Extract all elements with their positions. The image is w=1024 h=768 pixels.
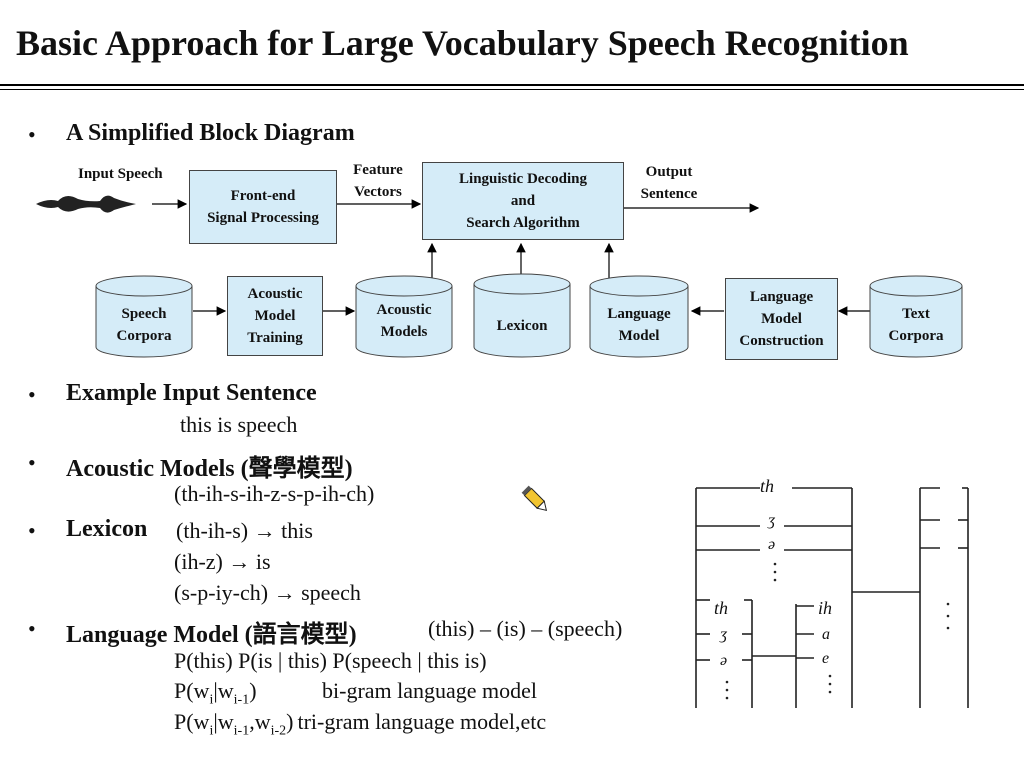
output-sentence-label: Output Sentence [632,161,706,205]
formula-sub: i-1 [233,692,250,708]
am-training-line3: Training [247,330,303,346]
pencil-cursor-icon [521,485,548,512]
speech-corpora-cylinder: Speech Corpora [96,300,192,350]
bullet-dot: • [28,616,36,641]
lm-heading: Language Model (語言模型) [66,622,357,648]
language-model-line2: Model [618,328,660,344]
input-speech-label: Input Speech [78,166,163,182]
sketch-label: ə [768,536,776,553]
page-title: Basic Approach for Large Vocabulary Spee… [16,23,909,63]
speech-corpora-line1: Speech [121,306,167,322]
sketch-label: ə [720,652,728,669]
formula-part: ) [286,709,294,734]
bullet-dot: • [28,122,36,147]
lexicon-cylinder: Lexicon [496,318,548,334]
lexicon-line: (ih-z) → is [174,549,271,574]
lm-construction-line1: Language [749,289,814,305]
acoustic-models-line1: Acoustic [376,302,432,318]
feature-vectors-label: Feature Vectors [345,159,411,203]
waveform-icon [36,195,136,213]
bigram-desc: bi-gram language model [322,678,538,703]
lm-construction-line3: Construction [739,333,824,349]
sketch-label: e [822,650,830,667]
text-corpora-cylinder: Text Corpora [870,300,962,350]
lexicon-line: (s-p-iy-ch) → speech [174,580,361,605]
sketch-dots [725,562,950,700]
output-line2: Sentence [640,186,698,202]
decoder-line1: Linguistic Decoding [459,171,587,187]
sketch-label: a [822,626,830,643]
frontend-box: Front-end Signal Processing [189,170,337,244]
trellis-sketch [695,487,969,708]
bullet-dot: • [28,518,36,543]
formula-part: ) [249,678,257,703]
decoder-line3: Search Algorithm [466,215,580,231]
title-rule [0,84,1024,86]
speech-corpora-line2: Corpora [116,328,172,344]
trigram-desc: tri-gram language model,etc [297,709,547,734]
lm-line1: P(this) P(is | this) P(speech | this is) [174,648,487,673]
acoustic-models-line2: Models [380,324,428,340]
sketch-label: ih [818,598,833,618]
bullet-dot: • [28,382,36,407]
bigram-formula: P(wi|wi-1) [174,678,257,708]
example-heading: Example Input Sentence [66,380,317,406]
feature-vectors-line1: Feature [353,162,403,178]
formula-part: |w [213,709,234,734]
formula-part: |w [213,678,234,703]
formula-sub: i [209,692,214,708]
formula-sub: i-2 [270,723,287,739]
example-text: this is speech [180,412,298,437]
sketch-label: ʒ [768,512,776,529]
formula-part: P(w [174,678,210,703]
cylinders [95,273,963,358]
diagram-heading: A Simplified Block Diagram [66,120,355,146]
am-training-box: Acoustic Model Training [227,276,323,356]
lexicon-line: (th-ih-s) → this [176,518,313,543]
am-training-line2: Model [254,308,296,324]
acoustic-heading: Acoustic Models (聲學模型) [66,456,353,482]
trigram-formula: P(wi|wi-1,wi-2)tri-gram language model,e… [174,709,547,739]
feature-vectors-line2: Vectors [354,184,402,200]
language-model-line1: Language [607,306,671,322]
lm-sequence: (this) – (is) – (speech) [428,616,623,641]
formula-part: P(w [174,709,210,734]
acoustic-text: (th-ih-s-ih-z-s-p-ih-ch) [174,481,375,506]
output-line1: Output [645,164,693,180]
sketch-label: ʒ [720,626,728,643]
acoustic-models-cylinder: Acoustic Models [356,296,452,346]
sketch-label: th [714,598,729,618]
lm-construction-box: Language Model Construction [725,278,838,360]
bullet-dot: • [28,450,36,475]
formula-sub: i [209,723,214,739]
am-training-line1: Acoustic [247,286,303,302]
text-corpora-line1: Text [902,306,930,322]
text-corpora-line2: Corpora [888,328,944,344]
formula-part: ,w [249,709,271,734]
title-rule-thin [0,89,1024,90]
language-model-cylinder: Language Model [590,300,688,350]
decoder-box: Linguistic Decoding and Search Algorithm [422,162,624,240]
frontend-line1: Front-end [230,188,296,204]
lexicon-heading: Lexicon [66,516,148,542]
frontend-line2: Signal Processing [207,210,319,226]
decoder-line2: and [510,193,536,209]
lm-construction-line2: Model [761,311,802,327]
sketch-label: th [760,476,775,496]
formula-sub: i-1 [233,723,250,739]
